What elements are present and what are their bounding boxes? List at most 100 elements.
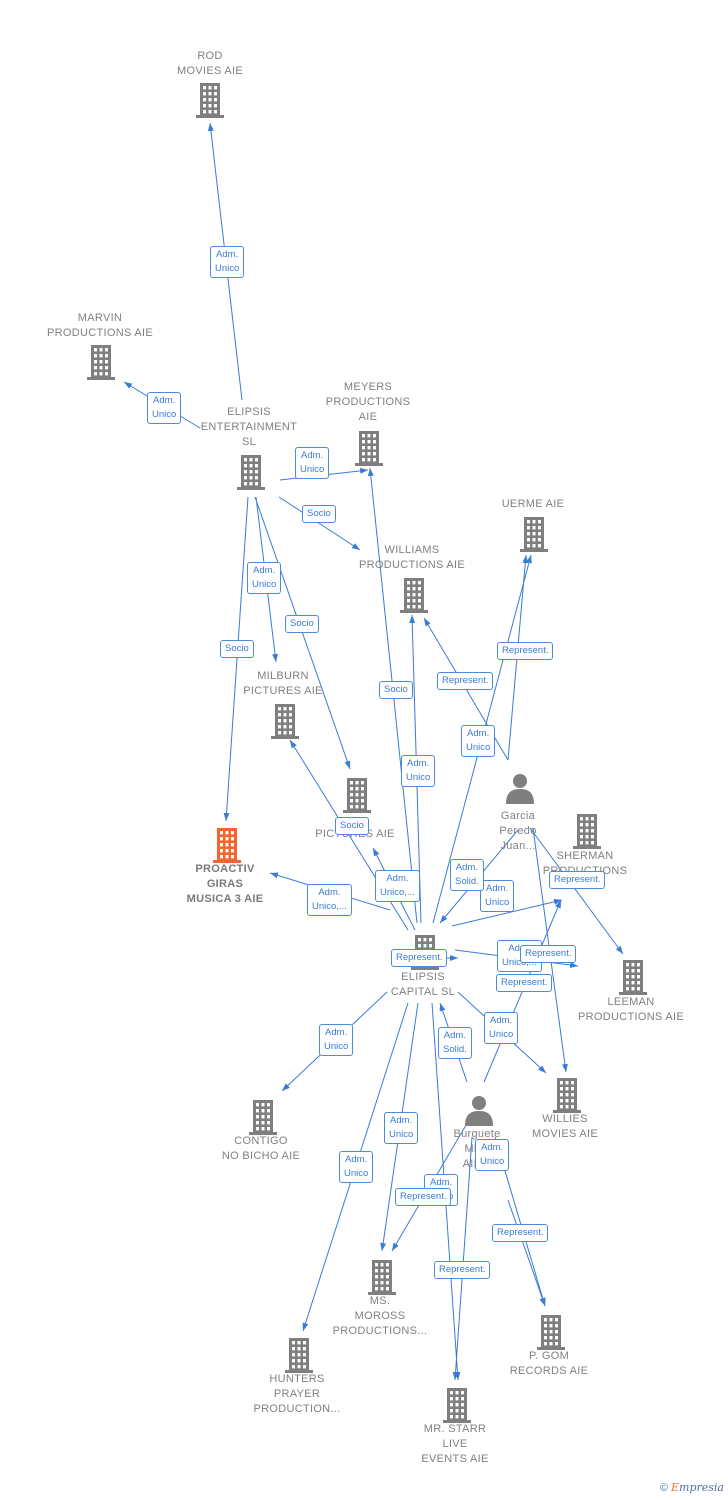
edge-label[interactable]: Adm.Unico (480, 880, 515, 912)
node-label-line: WILLIAMS (384, 544, 440, 556)
node-label-line: CONTIGO (234, 1135, 288, 1147)
edge-label[interactable]: Adm.Unico (384, 1112, 419, 1144)
edge-label[interactable]: Adm.Unico (247, 562, 282, 594)
node-label-line: MOROSS (354, 1310, 406, 1322)
edge-label[interactable]: Represent. (520, 945, 577, 963)
edge-label[interactable]: Adm.Unico,... (375, 870, 420, 902)
edge-label[interactable]: Adm.Unico (319, 1024, 354, 1056)
edge-label[interactable]: Represent. (497, 642, 554, 660)
edge-label-line: Adm. (481, 1142, 504, 1153)
edge-label[interactable]: Socio (285, 615, 319, 633)
building-icon (617, 959, 649, 995)
building-icon (194, 82, 226, 118)
node-label-line: MOVIES AIE (177, 65, 243, 77)
node-label-line: MR. STARR (423, 1423, 487, 1435)
brand-logo: Empresia (671, 1481, 724, 1494)
building-icon (283, 1337, 315, 1373)
building-icon (247, 1099, 279, 1135)
edge-label-line: Adm. (301, 450, 324, 461)
edge-label[interactable]: Socio (302, 505, 336, 523)
edge-label[interactable]: Represent. (395, 1188, 452, 1206)
edge-label-line: Adm. (486, 883, 509, 894)
edge-label-line: Socio (290, 618, 314, 629)
node-label-line: LIVE (442, 1438, 468, 1450)
node-label-line: MARVIN (77, 312, 123, 324)
edge-label[interactable]: Socio (335, 817, 369, 835)
edge-label[interactable]: Socio (379, 681, 413, 699)
edge-label-line: Socio (340, 820, 364, 831)
edge-label-line: Solid. (455, 876, 479, 887)
building-icon (535, 1314, 567, 1350)
edge-label-line: Represent. (554, 874, 601, 885)
edge-label-line: Represent. (502, 645, 549, 656)
edge-label[interactable]: Adm.Solid. (450, 859, 484, 891)
edge-label[interactable]: Adm.Unico (210, 246, 245, 278)
node-label-line: EVENTS AIE (421, 1453, 489, 1465)
edge-label[interactable]: Represent. (434, 1261, 491, 1279)
edge-label-line: Represent. (497, 1227, 544, 1238)
edge-label-line: Unico,... (312, 901, 347, 912)
edge-label[interactable]: Adm.Unico (401, 755, 436, 787)
edge-label-line: Represent. (400, 1191, 447, 1202)
edge-label[interactable]: Adm. Unico (295, 447, 330, 479)
edge-label-line: Adm. (490, 1015, 513, 1026)
edge-label[interactable]: Represent. (549, 871, 606, 889)
edge-label-line: Socio (225, 643, 249, 654)
edge-label-line: Represent. (442, 675, 489, 686)
node-label: ELIPSIS ENTERTAINMENT SL (179, 405, 319, 450)
edge-garcia-to-leeman (529, 827, 624, 955)
edge-label-line: Represent. (439, 1264, 486, 1275)
node-label-line: ROD (197, 50, 223, 62)
edge-label-line: Unico (389, 1129, 414, 1140)
edge-garcia-to-willies (507, 1199, 546, 1307)
node-label-line: ELIPSIS (227, 406, 271, 418)
edge-label[interactable]: Represent. (437, 672, 494, 690)
node-label-line: SL (241, 436, 257, 448)
edge-label-line: Adm. (318, 887, 341, 898)
edge-label[interactable]: Represent. (391, 949, 448, 967)
node-label-line: Peredo (499, 825, 537, 837)
edge-label-line: Represent. (396, 952, 443, 963)
edge-label[interactable]: Adm.Unico (147, 392, 182, 424)
copyright-icon: © (659, 1482, 668, 1494)
edge-label-line: Unico (466, 742, 491, 753)
footer-brand: © Empresia (660, 1481, 724, 1494)
edge-label[interactable]: Adm. Unico (484, 1012, 519, 1044)
node-label-line: ENTERTAINMENT (200, 421, 298, 433)
node-label-line: PRAYER (273, 1388, 321, 1400)
node-label: UERME AIE (463, 497, 603, 512)
edge-label[interactable]: Adm. Unico,... (307, 884, 352, 916)
edge-label-line: Unico (489, 1029, 514, 1040)
node-label-line: MOVIES AIE (532, 1128, 598, 1140)
node-label-line: MILBURN (257, 670, 309, 682)
edge-elipsis-ent-to-pictures (254, 496, 351, 770)
node-label-line: Garcia (500, 810, 536, 822)
edge-label-line: Adm. (386, 873, 409, 884)
edge-label[interactable]: Adm. Unico (461, 725, 496, 757)
edge-label[interactable]: Adm.Unico (339, 1151, 374, 1183)
node-label-line: ELIPSIS (401, 971, 445, 983)
node-label-line: GIRAS (206, 878, 244, 890)
building-icon (571, 813, 603, 849)
edge-label-line: Adm. (345, 1154, 368, 1165)
node-label-line: Burguete (453, 1128, 501, 1140)
edge-label[interactable]: Adm.Unico (475, 1139, 510, 1171)
edge-label[interactable]: Represent. (492, 1224, 549, 1242)
building-icon (398, 577, 430, 613)
edge-label-line: Adm. (502, 942, 537, 956)
edge-label[interactable]: Represent. (496, 974, 553, 992)
edge-label[interactable]: Adm.Solid. (438, 1027, 472, 1059)
edge-label-line: Adm. (253, 565, 276, 576)
building-icon (235, 454, 267, 490)
edge-label-line: Unico (300, 464, 325, 475)
edge-label-line: Adm. (467, 728, 490, 739)
edge-label[interactable]: Socio (220, 640, 254, 658)
